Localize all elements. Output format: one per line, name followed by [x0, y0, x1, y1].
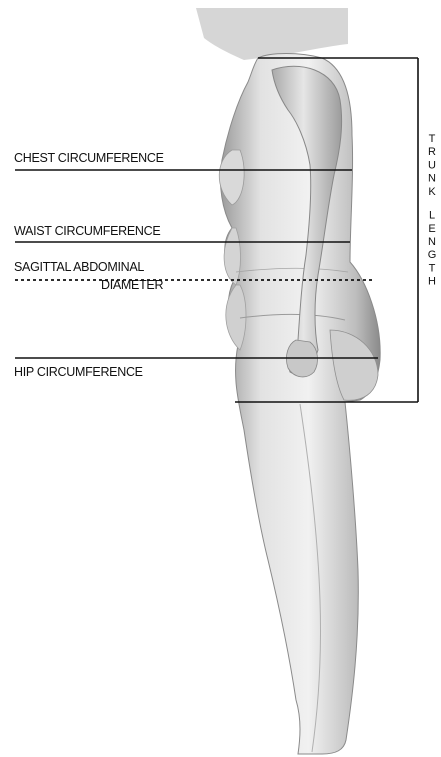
trunk-length-letter: U [428, 159, 436, 171]
sagittal-diameter-label: DIAMETER [101, 278, 163, 292]
trunk-length-letter: L [429, 210, 435, 222]
chest-circumference-label: CHEST CIRCUMFERENCE [14, 151, 164, 165]
head-shape [196, 8, 348, 60]
trunk-length-letter: T [429, 133, 436, 145]
trunk-length-letter: N [428, 236, 436, 248]
trunk-length-letter: N [428, 173, 436, 185]
trunk-length-letter: T [429, 262, 436, 274]
torso-shape [220, 54, 380, 755]
trunk-length-letter: K [428, 186, 436, 198]
trunk-length-letter: G [428, 249, 437, 261]
trunk-length-letter: R [428, 146, 436, 158]
waist-circumference-label: WAIST CIRCUMFERENCE [14, 224, 160, 238]
trunk-length-letter: E [428, 223, 435, 235]
sagittal-abdominal-label: SAGITTAL ABDOMINAL [14, 260, 144, 274]
trunk-length-label: TRUNKLENGTH [428, 133, 437, 288]
trunk-length-letter: H [428, 276, 436, 288]
hip-circumference-label: HIP CIRCUMFERENCE [14, 365, 143, 379]
